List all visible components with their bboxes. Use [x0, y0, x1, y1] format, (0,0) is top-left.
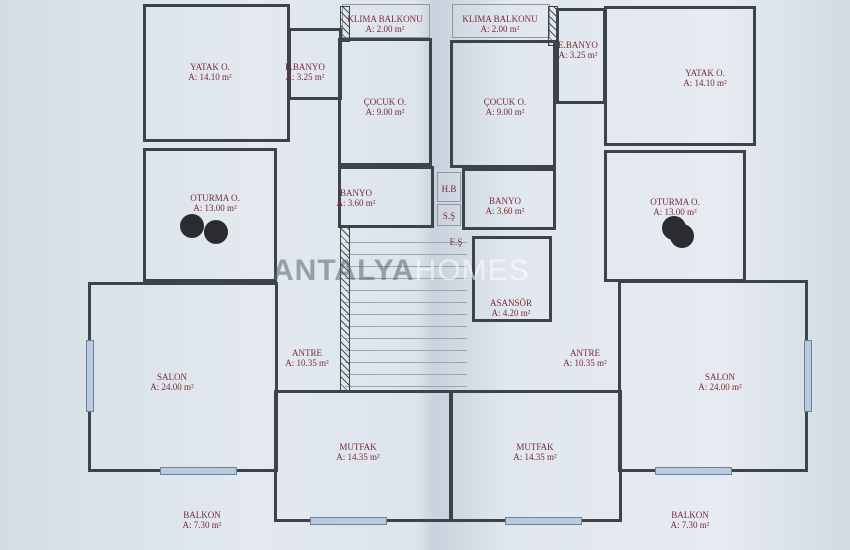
wall-yatak-right — [604, 6, 756, 146]
wall-asansor — [472, 236, 552, 322]
column — [340, 226, 350, 393]
room-label-yatak-right: YATAK O.A: 14.10 m² — [683, 68, 727, 88]
window — [655, 467, 732, 475]
window — [310, 517, 387, 525]
column — [340, 6, 350, 42]
shaft-label-hb: H.B — [441, 184, 457, 194]
window — [86, 340, 94, 412]
wall-banyo-right — [462, 168, 556, 230]
shaft-label-ss: S.Ş — [442, 211, 456, 221]
room-label-cocuk-left: ÇOCUK O.A: 9.00 m² — [363, 97, 407, 117]
shaft-hb — [437, 172, 461, 202]
room-label-oturma-right: OTURMA O.A: 13.00 m² — [650, 197, 700, 217]
watermark-logo: ANTALYAHOMES — [272, 254, 530, 287]
marker-dot — [670, 224, 694, 248]
staircase — [345, 232, 467, 387]
wall-banyo-left — [338, 166, 434, 228]
shaft-ss — [437, 204, 461, 226]
window — [160, 467, 237, 475]
marker-dot — [180, 214, 204, 238]
wall-cocuk-left — [338, 38, 432, 166]
shaft-label-es: E.Ş — [449, 237, 463, 247]
wall-oturma-left — [143, 148, 277, 282]
room-label-cocuk-right: ÇOCUK O.A: 9.00 m² — [483, 97, 527, 117]
column — [548, 6, 558, 46]
window — [804, 340, 812, 412]
room-label-oturma-left: OTURMA O.A: 13.00 m² — [190, 193, 240, 213]
wall-cocuk-right — [450, 40, 556, 168]
room-label-yatak-left: YATAK O.A: 14.10 m² — [188, 62, 232, 82]
marker-dot — [204, 220, 228, 244]
window — [505, 517, 582, 525]
